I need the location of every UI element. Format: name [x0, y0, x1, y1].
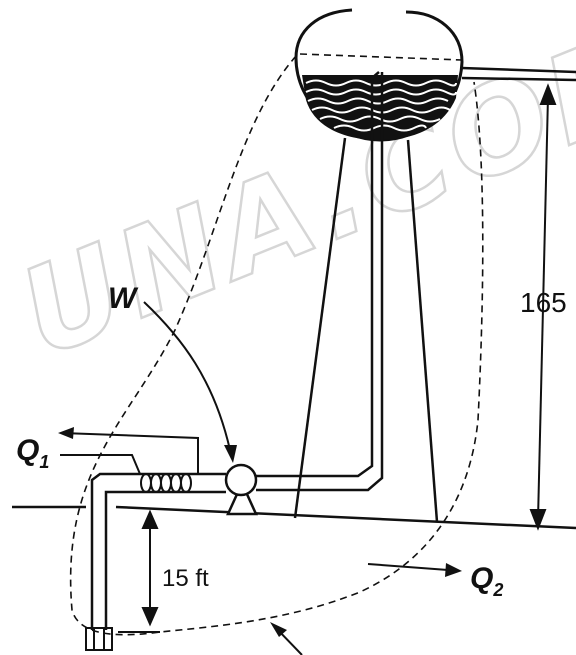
q2-arrow [367, 563, 462, 577]
water-tank [294, 8, 464, 142]
height-dimension [529, 83, 557, 531]
ground-line [12, 505, 576, 530]
heat-in-label: Q1 [16, 434, 49, 472]
well-depth-label: 15 ft [162, 565, 209, 592]
control-volume-boundary [69, 53, 484, 636]
pump [224, 463, 258, 516]
water-fill [302, 75, 458, 140]
q1-arrowhead [58, 427, 74, 439]
suction-pipe [90, 472, 226, 630]
tower-height-label: 165 [520, 287, 567, 318]
overflow-line [461, 66, 576, 82]
well-screen [85, 627, 113, 651]
boundary-pointer [270, 622, 303, 655]
heat-removal-lines [60, 432, 199, 475]
heat-out-label: Q2 [470, 562, 503, 600]
delivery-pipe [256, 71, 384, 492]
work-pointer [143, 301, 237, 463]
tower-legs [293, 137, 439, 523]
work-label: W [108, 282, 139, 315]
depth-dimension [118, 509, 160, 633]
heat-exchanger-coil [140, 473, 192, 493]
watermark-text: UNA.COM [2, 0, 576, 385]
